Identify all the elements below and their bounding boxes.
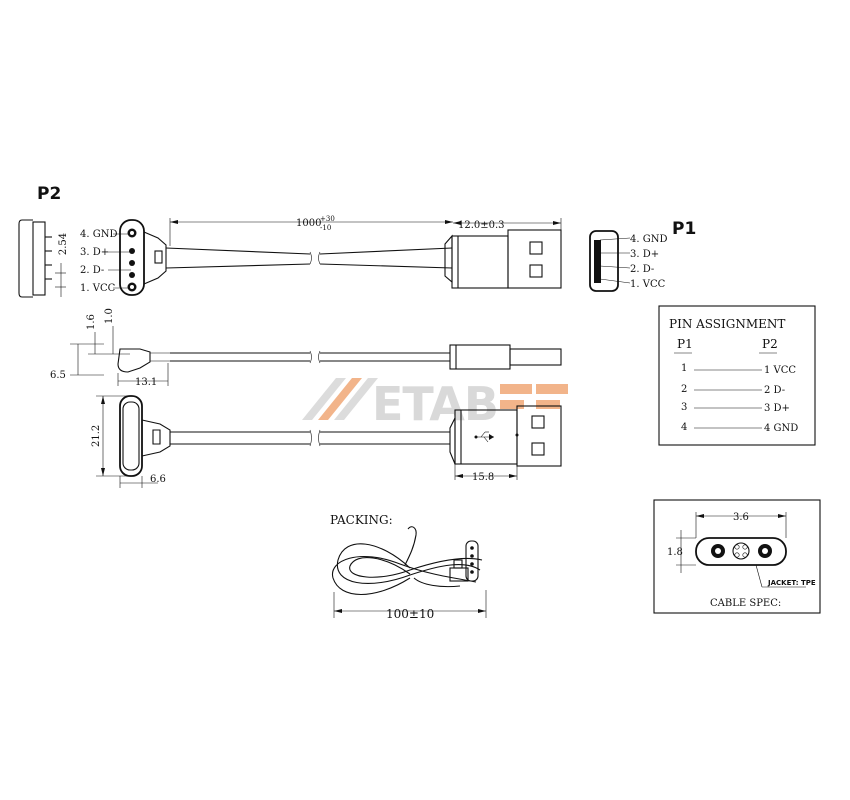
length-tol-minus: -10	[320, 224, 331, 232]
pin-assignment-title: PIN ASSIGNMENT	[669, 317, 785, 331]
p2-pin-4: 4. GND	[80, 229, 117, 240]
length-tol-plus: +30	[320, 215, 335, 223]
p1-front-face: 4. GND 3. D+ 2. D- 1. VCC	[589, 230, 667, 292]
row2-p1: 2	[681, 384, 687, 395]
watermark-text: ETAB	[372, 377, 498, 431]
dim-6-5: 6.5	[50, 370, 66, 381]
side-view: 1.6 1.0 6.5 13.1	[50, 308, 562, 388]
p1-pin-4: 4. GND	[630, 234, 667, 245]
p1-label: P1	[672, 219, 696, 239]
length-dim: 1000 +30 -10	[169, 215, 453, 246]
usb-plug-top: 12.0±0.3	[444, 218, 562, 289]
col-p1: P1	[677, 337, 693, 351]
dim-1-0: 1.0	[104, 308, 115, 324]
cable-height-dim: 1.8	[667, 547, 683, 558]
row3-p1: 3	[681, 402, 687, 413]
dim-13-1: 13.1	[135, 377, 157, 388]
p2-pin-3: 3. D+	[80, 247, 109, 258]
row4-p1: 4	[681, 422, 687, 433]
cable-width-dim: 3.6	[733, 512, 749, 523]
p2-magnetic-head	[119, 219, 167, 296]
cable-spec-box: 3.6 1.8 JACKET: TPE CABLE SPEC:	[653, 499, 821, 614]
row3-p2: 3 D+	[764, 403, 790, 414]
p1-pin-2: 2. D-	[630, 264, 654, 275]
p2-side-profile: 2.54	[18, 219, 69, 298]
pin-assignment-table: PIN ASSIGNMENT P1 P2 1 1 VCC 2 2 D- 3 3 …	[658, 305, 816, 446]
row1-p2: 1 VCC	[764, 365, 796, 376]
p2-label: P2	[37, 184, 61, 204]
bottom-view: 21.2 6.6 15.8	[91, 395, 562, 488]
row4-p2: 4 GND	[764, 423, 798, 434]
jacket-label: JACKET: TPE	[767, 579, 816, 587]
p2-pin-labels: 4. GND 3. D+ 2. D- 1. VCC	[80, 229, 131, 294]
dim-15-8: 15.8	[472, 472, 494, 483]
usb-length-dim: 12.0±0.3	[458, 220, 505, 231]
usb-symbol-icon	[474, 431, 494, 443]
top-cable	[165, 247, 453, 269]
packing-label: PACKING:	[330, 513, 393, 527]
p2-pin-1: 1. VCC	[80, 283, 116, 294]
dim-21-2: 21.2	[91, 425, 102, 447]
p2-pin-2: 2. D-	[80, 265, 104, 276]
col-p2: P2	[762, 337, 778, 351]
watermark: ETAB	[302, 377, 568, 431]
row1-p1: 1	[681, 363, 687, 374]
p1-pin-3: 3. D+	[630, 249, 659, 260]
p1-pin-1: 1. VCC	[630, 279, 666, 290]
coil-dim: 100±10	[386, 607, 434, 621]
dim-6-6: 6.6	[150, 474, 166, 485]
pitch-dim: 2.54	[58, 233, 69, 255]
cable-spec-label: CABLE SPEC:	[710, 598, 781, 609]
row2-p2: 2 D-	[764, 385, 785, 396]
length-value: 1000	[296, 218, 321, 229]
dim-1-6: 1.6	[86, 314, 97, 330]
packing-coil: PACKING: 100±10	[330, 513, 487, 621]
